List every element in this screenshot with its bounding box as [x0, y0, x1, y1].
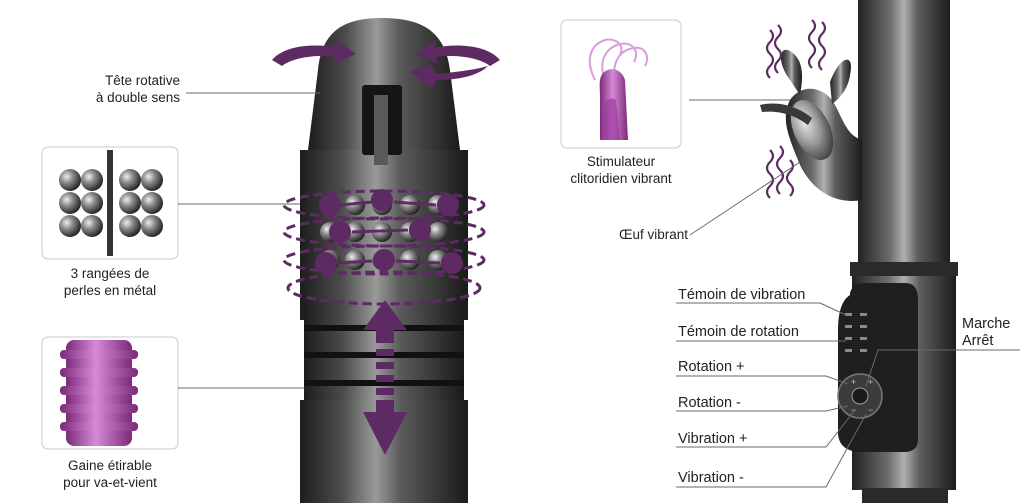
svg-text:+: +	[851, 377, 856, 387]
callout-vibration-minus: Vibration -	[678, 470, 744, 486]
callout-line: Tête rotative	[104, 73, 180, 88]
callout-rotation-indicator: Témoin de rotation	[678, 324, 799, 340]
callout-rotation-plus: Rotation +	[678, 359, 745, 375]
clit-stimulator-thumbnail	[560, 19, 682, 149]
callout-line: perles en métal	[63, 283, 157, 298]
vibration-waves-icon	[765, 19, 827, 199]
callout-rotation-minus: Rotation -	[678, 395, 741, 411]
metal-beads-thumbnail	[41, 146, 179, 260]
callout-line: Arrêt	[962, 333, 994, 349]
callout-line: 3 rangées de	[70, 266, 150, 281]
left-leader-lines	[178, 92, 320, 389]
svg-text:−: −	[868, 405, 873, 415]
callout-metal-beads: 3 rangées de perles en métal	[40, 265, 180, 299]
callout-line: clitoridien vibrant	[570, 171, 672, 186]
callout-line: Stimulateur	[586, 154, 656, 169]
callout-line: à double sens	[95, 90, 180, 105]
svg-text:+: +	[868, 377, 873, 387]
control-panel: + + − −	[837, 283, 918, 452]
callout-line: pour va-et-vient	[63, 475, 157, 490]
up-down-arrow-icon	[363, 300, 407, 455]
bead-rows	[282, 189, 486, 306]
callout-rotating-head: Tête rotative à double sens	[62, 72, 180, 106]
right-leader-lines	[676, 99, 1020, 488]
clit-arm	[760, 49, 862, 201]
callout-vibrating-egg: Œuf vibrant	[618, 227, 688, 242]
callout-clit-stimulator: Stimulateur clitoridien vibrant	[548, 153, 694, 187]
callout-stretch-sleeve: Gaine étirable pour va-et-vient	[40, 457, 180, 491]
callout-power: Marche Arrêt	[962, 316, 1010, 350]
callout-vibration-plus: Vibration +	[678, 431, 748, 447]
callout-line: Gaine étirable	[67, 458, 153, 473]
callout-vibration-indicator: Témoin de vibration	[678, 287, 806, 303]
callout-line: Marche	[962, 316, 1011, 332]
svg-text:−: −	[851, 405, 856, 415]
stretch-sleeve-thumbnail	[41, 336, 179, 450]
rotation-arrows-icon	[272, 40, 500, 88]
